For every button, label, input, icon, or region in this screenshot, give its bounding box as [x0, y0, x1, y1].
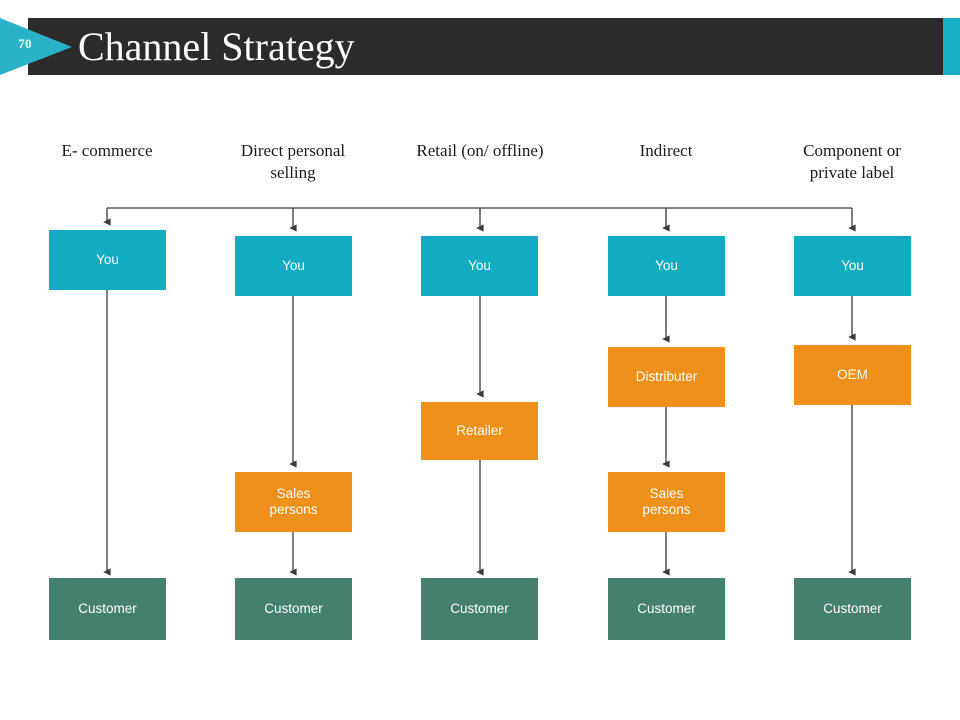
node-label: You — [468, 258, 491, 273]
node-c4-distributer[interactable]: Distributer — [608, 347, 725, 407]
node-c1-customer[interactable]: Customer — [49, 578, 166, 640]
node-c2-you[interactable]: You — [235, 236, 352, 296]
node-label-line2: persons — [642, 502, 691, 517]
node-c5-customer[interactable]: Customer — [794, 578, 911, 640]
node-label: Customer — [78, 601, 137, 616]
page-number: 70 — [18, 36, 32, 51]
node-c3-customer[interactable]: Customer — [421, 578, 538, 640]
column-header-line1: E- commerce — [61, 141, 153, 160]
node-c5-you[interactable]: You — [794, 236, 911, 296]
page-number-badge — [0, 14, 100, 79]
node-label-line2: persons — [269, 502, 318, 517]
column-header-line2: private label — [809, 163, 895, 182]
node-label: You — [282, 258, 305, 273]
node-label: Customer — [637, 601, 696, 616]
node-c4-sales-persons[interactable]: Sales persons — [608, 472, 725, 532]
column-header-component-private-label: Component or private label — [762, 140, 942, 184]
node-c4-customer[interactable]: Customer — [608, 578, 725, 640]
column-header-indirect: Indirect — [576, 140, 756, 162]
node-c5-oem[interactable]: OEM — [794, 345, 911, 405]
column-header-direct-personal-selling: Direct personal selling — [203, 140, 383, 184]
node-c1-you[interactable]: You — [49, 230, 166, 290]
node-label-line1: Sales — [649, 486, 684, 501]
page-title: Channel Strategy — [78, 24, 355, 69]
node-c2-customer[interactable]: Customer — [235, 578, 352, 640]
column-header-line1: Direct personal — [240, 141, 346, 160]
column-header-retail: Retail (on/ offline) — [390, 140, 570, 162]
node-c3-you[interactable]: You — [421, 236, 538, 296]
node-label: You — [841, 258, 864, 273]
title-bar-accent — [943, 18, 960, 75]
node-label: Customer — [823, 601, 882, 616]
node-label: You — [96, 252, 119, 267]
node-label: Customer — [450, 601, 509, 616]
node-label: OEM — [837, 367, 868, 382]
node-label: Customer — [264, 601, 323, 616]
node-c2-sales-persons[interactable]: Sales persons — [235, 472, 352, 532]
node-label: You — [655, 258, 678, 273]
node-label: Distributer — [635, 369, 698, 384]
node-label-line1: Sales — [276, 486, 311, 501]
column-header-e-commerce: E- commerce — [17, 140, 197, 162]
node-c3-retailer[interactable]: Retailer — [421, 402, 538, 460]
column-header-line2: selling — [270, 163, 316, 182]
node-c4-you[interactable]: You — [608, 236, 725, 296]
node-label: Retailer — [456, 423, 503, 438]
column-header-line1: Indirect — [639, 141, 693, 160]
column-header-line1: Retail (on/ offline) — [416, 141, 544, 160]
column-header-line1: Component or — [803, 141, 901, 160]
title-bar — [28, 18, 943, 75]
